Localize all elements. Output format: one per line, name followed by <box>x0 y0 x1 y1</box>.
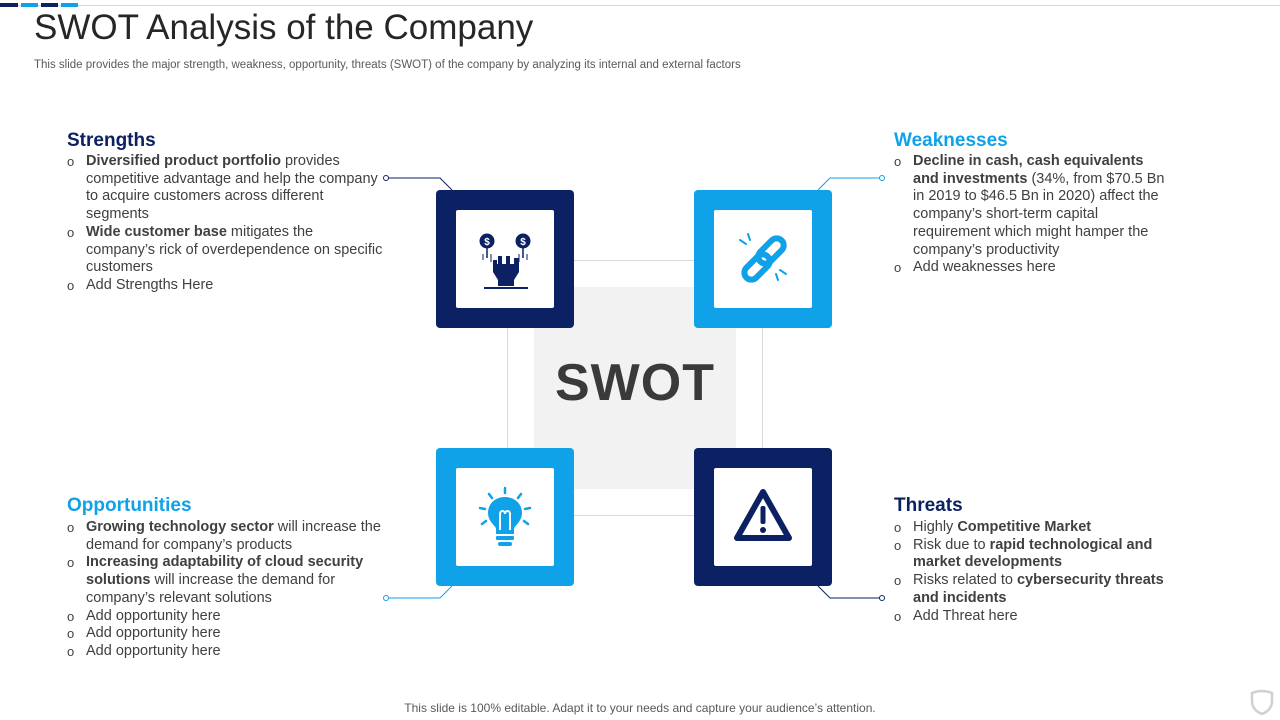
weaknesses-title: Weaknesses <box>894 130 1008 151</box>
svg-text:$: $ <box>484 237 490 248</box>
weaknesses-tile <box>694 190 832 328</box>
svg-text:$: $ <box>520 237 526 248</box>
top-accent-bar <box>0 0 1280 8</box>
center-frame <box>507 260 763 516</box>
lightbulb-icon <box>478 486 532 546</box>
shield-logo-icon <box>1250 689 1274 716</box>
opportunities-title: Opportunities <box>67 495 192 516</box>
warning-triangle-icon <box>734 489 792 541</box>
threats-title: Threats <box>894 495 963 516</box>
strengths-title: Strengths <box>67 130 156 151</box>
strengths-tile: $ $ <box>436 190 574 328</box>
opportunities-tile <box>436 448 574 586</box>
page-subtitle: This slide provides the major strength, … <box>34 59 741 71</box>
broken-chain-link-icon <box>739 233 787 283</box>
threats-tile <box>694 448 832 586</box>
swot-center-label: SWOT <box>555 354 715 412</box>
footer-note: This slide is 100% editable. Adapt it to… <box>404 701 876 715</box>
page-title: SWOT Analysis of the Company <box>34 8 534 47</box>
fist-with-dollar-coins-icon: $ $ <box>479 233 531 289</box>
